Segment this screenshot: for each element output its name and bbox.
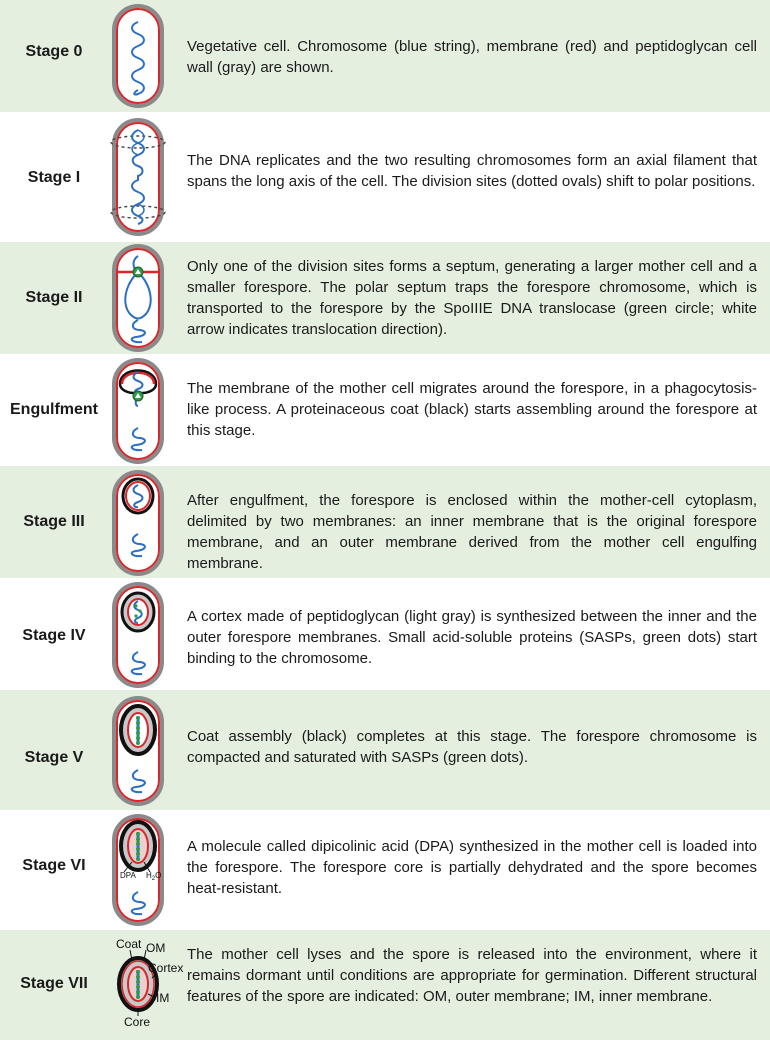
stage-1-cell-illustration	[110, 118, 166, 236]
stage-description: Vegetative cell. Chromosome (blue string…	[187, 38, 757, 76]
cortex-annotation: Cortex	[148, 961, 183, 975]
stage-0-cell-illustration	[112, 4, 164, 108]
stage-5-cell-illustration	[112, 696, 164, 806]
stage-description: The DNA replicates and the two resulting…	[187, 152, 757, 190]
coat-annotation: Coat	[116, 937, 142, 951]
stage-description: A cortex made of peptidoglycan (light gr…	[187, 608, 757, 667]
core-annotation: Core	[124, 1015, 150, 1029]
stage-label: Stage I	[27, 169, 81, 186]
stage-4-cell-illustration	[112, 582, 164, 688]
stage-description: The mother cell lyses and the spore is r…	[187, 946, 757, 1005]
stage-label: Stage VII	[20, 975, 88, 992]
engulfment-cell-illustration	[112, 358, 164, 464]
stage-label: Stage VI	[22, 857, 86, 874]
stage-label: Stage 0	[25, 43, 83, 60]
om-annotation: OM	[146, 941, 165, 955]
stage-description: A molecule called dipicolinic acid (DPA)…	[187, 838, 757, 897]
stage-label: Stage IV	[22, 627, 86, 644]
stage-label: Stage III	[23, 513, 85, 530]
stage-6-cell-illustration: DPA H2O	[112, 814, 164, 926]
stage-2-cell-illustration	[112, 244, 164, 352]
stage-3-cell-illustration	[112, 470, 164, 576]
stage-description: Coat assembly (black) completes at this …	[187, 728, 757, 766]
stage-description: After engulfment, the forespore is enclo…	[187, 492, 757, 572]
h2o-annotation: H2O	[146, 871, 161, 882]
stage-7-spore-illustration: Coat OM Cortex IM Core	[116, 937, 183, 1029]
im-annotation: IM	[156, 991, 169, 1005]
stage-label: Stage V	[24, 749, 84, 766]
dpa-annotation: DPA	[120, 871, 137, 880]
stage-description: Only one of the division sites forms a s…	[187, 258, 757, 338]
stage-label: Stage II	[25, 289, 83, 306]
stage-label: Engulfment	[10, 401, 98, 418]
stage-description: The membrane of the mother cell migrates…	[187, 380, 757, 439]
